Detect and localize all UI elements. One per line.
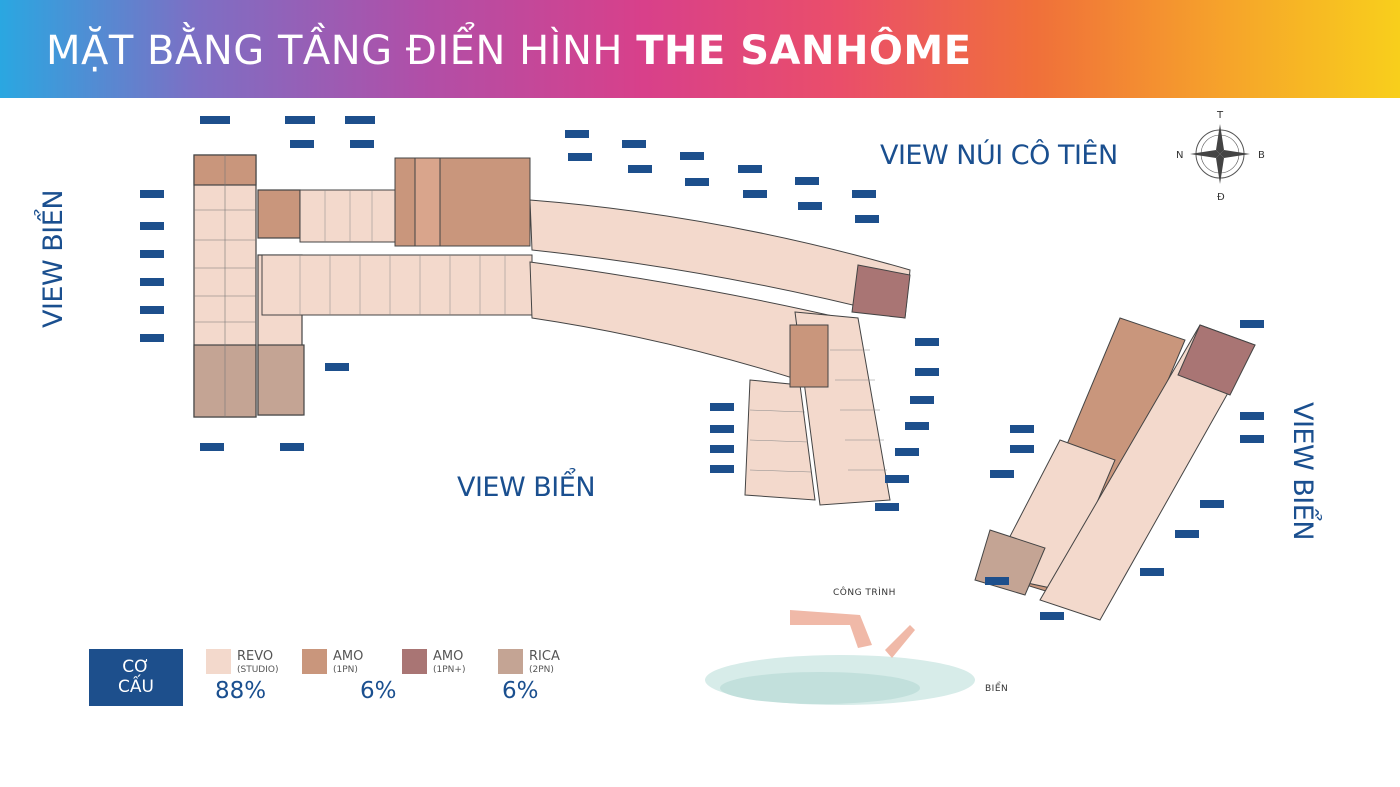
view-label-left: VIEW BIỂN (38, 189, 69, 328)
view-label-right: VIEW BIỂN (1287, 402, 1318, 541)
legend-swatch-revo (206, 649, 231, 674)
legend-sub-revo: (STUDIO) (237, 665, 279, 675)
compass-icon: T N B Đ (1176, 110, 1265, 203)
title-bold: THE SANHÔME (636, 28, 972, 74)
title-light: MẶT BẰNG TẦNG ĐIỂN HÌNH (46, 28, 637, 74)
legend-pct-rica: 6% (502, 678, 539, 704)
right-tower (974, 317, 1256, 621)
legend-sub-amo-1pnplus: (1PN+) (433, 665, 466, 675)
header-banner: MẶT BẰNG TẦNG ĐIỂN HÌNH THE SANHÔME (0, 0, 1400, 98)
site-sea-label: BIỂN (985, 684, 1009, 694)
compass-east: B (1258, 150, 1265, 161)
legend-pct-revo: 88% (215, 678, 267, 704)
legend-name-rica: RICA (529, 649, 560, 664)
legend-pct-amo: 6% (360, 678, 397, 704)
compass-bottom: Đ (1217, 192, 1225, 203)
compass-west: N (1176, 150, 1183, 161)
legend-name-amo-1pn: AMO (333, 649, 364, 664)
legend-title: CƠ CẤU (89, 649, 183, 706)
compass-top: T (1216, 110, 1224, 121)
legend-swatch-rica (498, 649, 523, 674)
legend-name-amo-1pnplus: AMO (433, 649, 464, 664)
curved-wing (529, 199, 911, 391)
site-plan (705, 610, 975, 705)
lower-arm (744, 311, 891, 506)
legend-sub-amo-1pn: (1PN) (333, 665, 358, 675)
top-corridor (261, 157, 533, 316)
legend-swatch-amo-1pnplus (402, 649, 427, 674)
view-label-top: VIEW NÚI CÔ TIÊN (880, 140, 1118, 171)
legend-name-revo: REVO (237, 649, 274, 664)
legend-swatch-amo-1pn (302, 649, 327, 674)
page-title: MẶT BẰNG TẦNG ĐIỂN HÌNH THE SANHÔME (46, 28, 972, 74)
site-building-label: CÔNG TRÌNH (833, 588, 896, 598)
legend-title-line2: CẤU (118, 677, 154, 697)
unit-tags (140, 116, 1264, 620)
view-label-center: VIEW BIỂN (457, 472, 596, 503)
legend-sub-rica: (2PN) (529, 665, 554, 675)
legend-title-line1: CƠ (122, 657, 150, 677)
floor-plan (140, 116, 1264, 705)
